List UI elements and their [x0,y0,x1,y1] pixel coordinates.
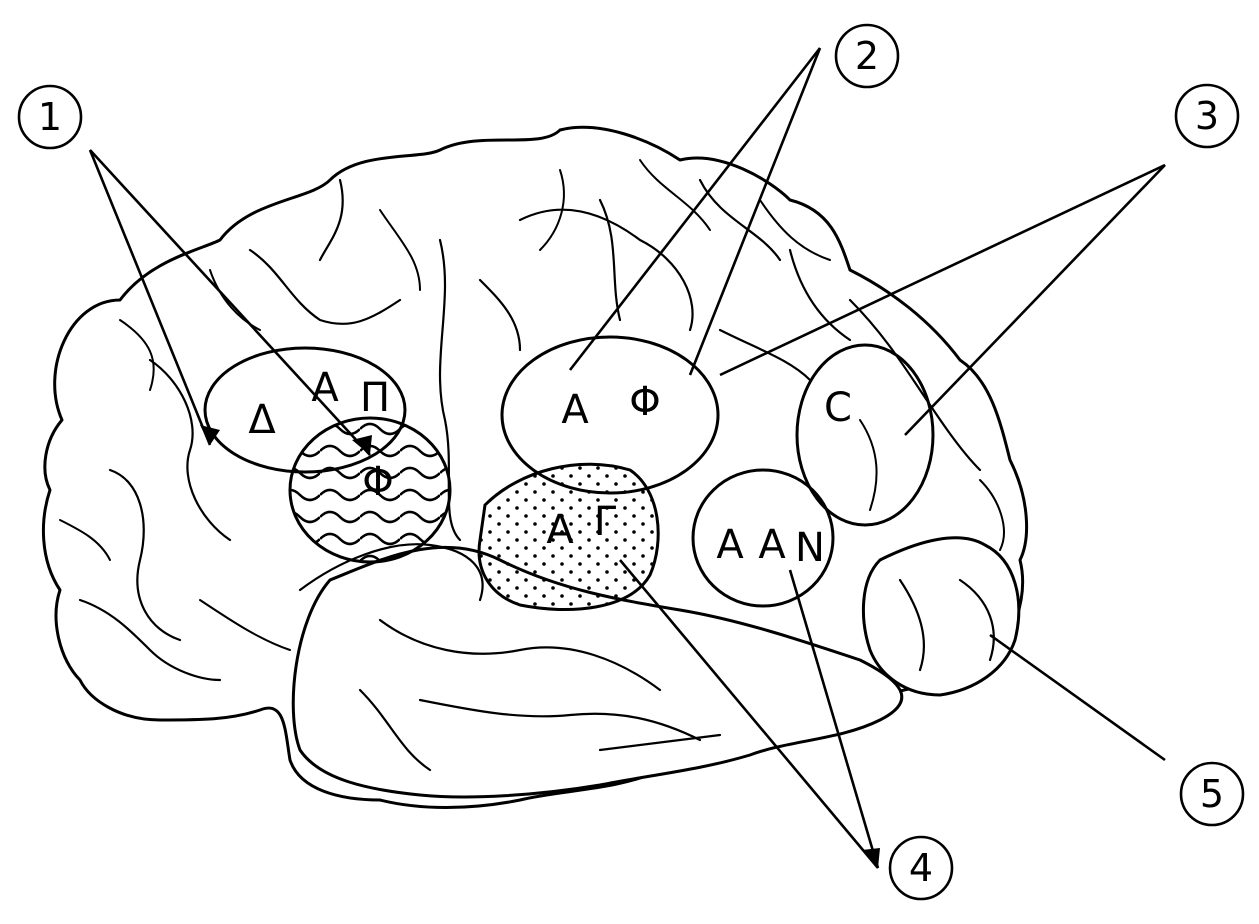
gyrus-fold [979,479,1005,551]
gyrus-fold [119,319,155,391]
sulcus [788,248,852,342]
sulcus [518,208,694,332]
pointer-4b [788,569,880,869]
pointer-3b [904,164,1166,436]
sulcus [418,698,702,742]
area-letter: A [546,507,574,553]
area-parietal: A Φ [500,335,720,495]
area-occipital: C [795,343,935,527]
sulcus [848,298,982,472]
sulcus [598,198,622,322]
callout-3: 3 [1174,83,1240,149]
area-letter: A [758,522,786,568]
pointer-2a [568,47,822,371]
callout-number: 2 [855,34,879,78]
area-letter: A [311,365,339,411]
sulcus [378,618,662,692]
area-letter: Π [360,375,390,421]
gyrus-fold [209,269,261,331]
area-letter: Γ [594,499,617,545]
callout-number: 4 [909,846,933,890]
sulcus [318,178,344,262]
area-letter: C [824,385,852,431]
sulcus [108,468,182,642]
sulcus [148,358,232,542]
area-frontal-wavy: Φ [288,416,452,564]
gyrus-fold [59,519,111,561]
callout-number: 3 [1195,94,1219,138]
sulcus [358,688,432,772]
area-letter: Δ [248,397,276,443]
gyrus-fold [199,599,291,651]
sulcus [298,543,484,602]
callout-2: 2 [834,23,900,89]
pointer-3a [719,163,1166,377]
sulcus [78,598,222,682]
gyrus-fold [859,419,878,511]
callout-4: 4 [888,835,954,901]
sulcus [958,578,995,662]
pointers [88,47,1166,869]
gyrus-fold [379,209,421,291]
sulcus [898,578,925,672]
area-frontal-grid: Δ A Π [203,346,407,474]
area-letter: A [561,387,589,433]
callout-1: 1 [17,84,83,150]
sulcus [598,733,722,752]
cerebellum-outline [861,536,1021,697]
area-letter: A [716,522,744,568]
sulcus [478,278,522,352]
area-letter: Φ [629,379,660,425]
gyrus-fold [759,199,831,261]
callout-number: 5 [1200,772,1224,816]
area-letter: N [795,525,825,571]
gyrus-fold [639,159,711,231]
pointer-2b [688,47,822,376]
area-letter: Φ [362,459,393,505]
area-temporo-occipital: A A N [691,468,835,608]
pointer-1a [88,149,212,446]
sulcus [438,238,462,542]
area-temporal: A Γ [477,462,660,612]
callout-5: 5 [1179,761,1245,827]
pointer-1b [89,149,371,456]
pointer-4a [619,559,879,869]
callout-number: 1 [38,95,62,139]
sulcus [248,248,402,325]
gyrus-fold [539,169,565,251]
sulcus [718,328,812,382]
pointer-5 [989,633,1166,762]
